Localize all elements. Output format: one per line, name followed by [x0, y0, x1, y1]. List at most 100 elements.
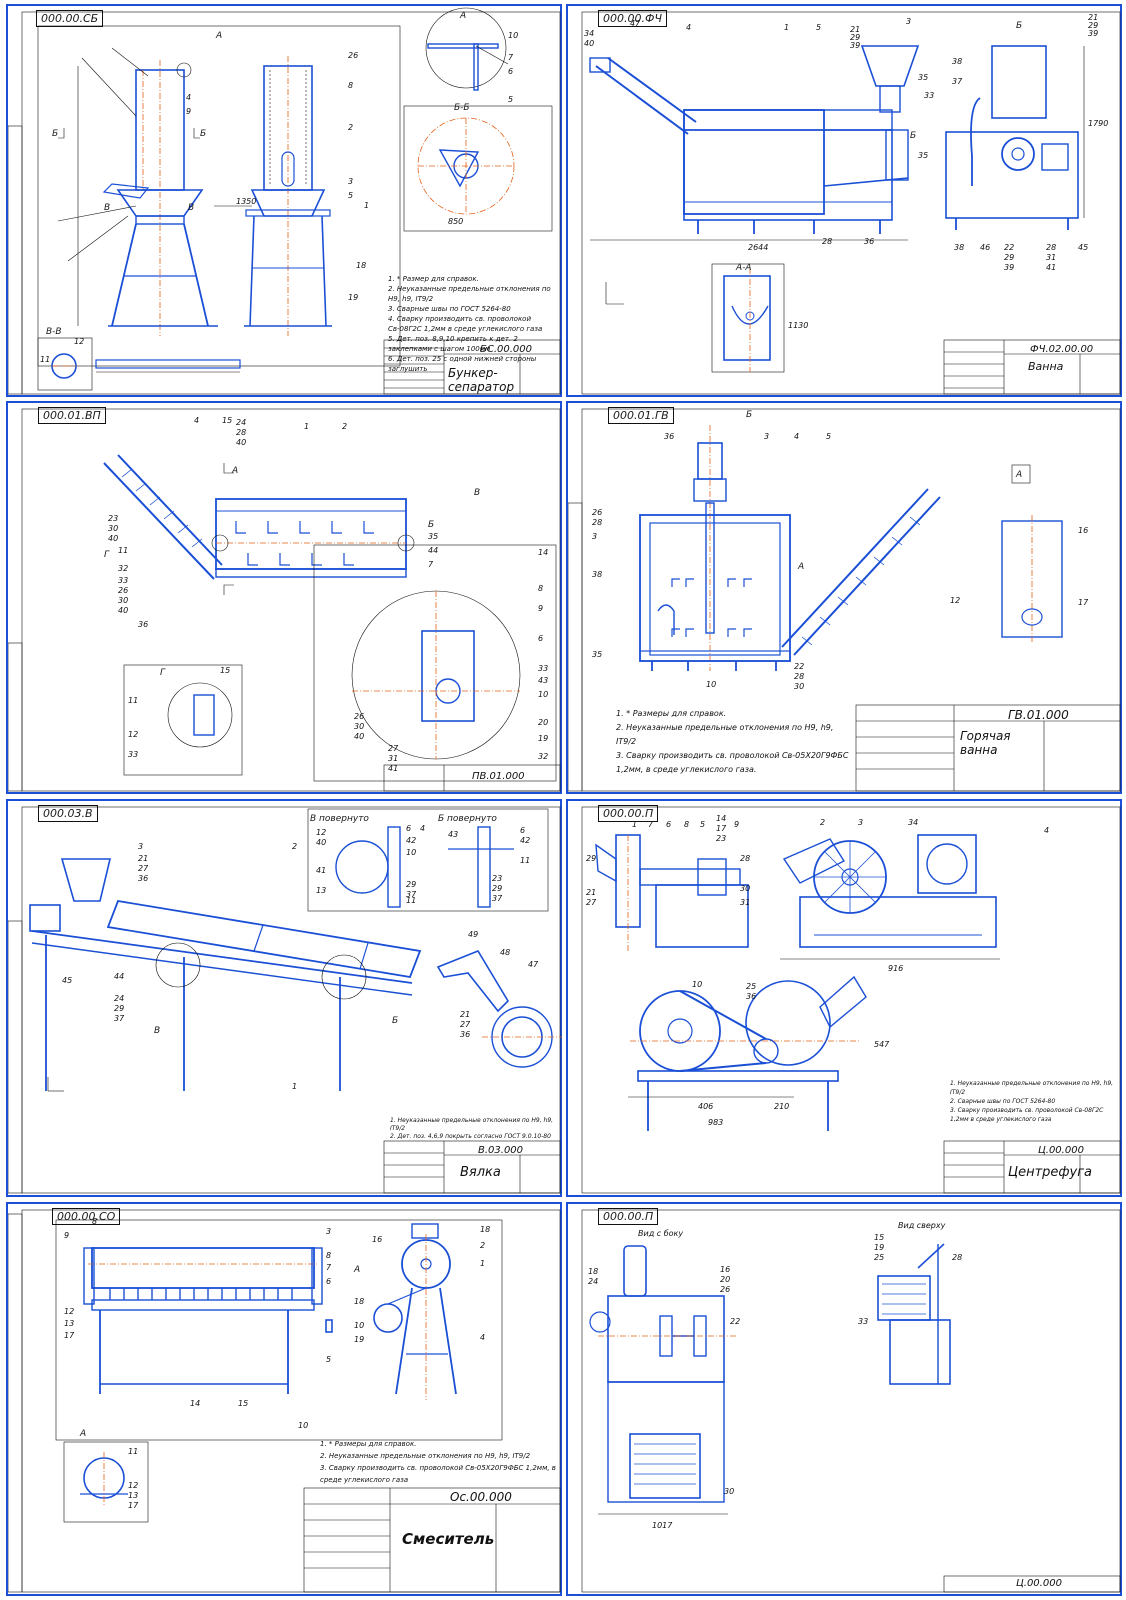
drawing-sheet-centrifuga[interactable]: 000.00.П	[566, 799, 1122, 1197]
label: 30	[108, 524, 118, 533]
label: 10	[706, 680, 716, 689]
label: А	[231, 466, 238, 476]
label: 7	[326, 1263, 332, 1272]
label: Вид с боку	[638, 1229, 683, 1238]
label: Б	[392, 1016, 398, 1026]
title-block-name: Смеситель	[402, 1530, 495, 1548]
label: 35	[592, 650, 602, 659]
label: 23	[492, 874, 502, 883]
label: 13	[128, 1491, 138, 1500]
sheet-code: 000.01.ВП	[38, 407, 106, 424]
label: 10	[538, 690, 548, 699]
label: 44	[114, 972, 124, 981]
sheet-code: 000.00.П	[598, 1208, 659, 1225]
note-line: 3. Сварку производить св. проволокой Св-…	[950, 1107, 1104, 1123]
label: А	[215, 31, 222, 41]
label: В	[188, 203, 194, 213]
label: Б	[910, 131, 916, 141]
label: 5	[700, 820, 705, 829]
drawing-sheet-c[interactable]: 000.00.П Вид с боку Вид сверху 18	[566, 1202, 1122, 1596]
title-block-code: ФЧ.02.00.00	[1030, 344, 1094, 355]
label: Вид сверху	[898, 1221, 946, 1230]
label: 12	[128, 1481, 138, 1490]
label: 210	[774, 1102, 789, 1111]
label: Г	[160, 668, 166, 678]
drawing-sheet-bunker[interactable]: 000.00.СБ	[6, 4, 562, 397]
drawing-sheet-vyalka[interactable]: 000.03.В	[6, 799, 562, 1197]
label: 33	[128, 750, 138, 759]
label: 19	[354, 1335, 364, 1344]
label: 14	[190, 1399, 200, 1408]
label: 3	[764, 432, 769, 441]
label: 33	[118, 576, 128, 585]
label: 3	[592, 532, 597, 541]
label: 29	[492, 884, 502, 893]
label: Г	[104, 550, 110, 560]
label: 21	[460, 1010, 470, 1019]
label: 31	[1046, 253, 1056, 262]
title-block-code: В.03.000	[478, 1145, 524, 1156]
label: 10	[508, 31, 518, 40]
label: 8	[92, 1217, 97, 1226]
label: А	[797, 562, 804, 572]
sheet-code: 000.00.ФЧ	[598, 10, 667, 27]
label: 40	[354, 732, 364, 741]
label: 12	[64, 1307, 74, 1316]
note-line: 4. Сварку производить св. проволокой Св-…	[388, 315, 543, 333]
label: 32	[538, 752, 548, 761]
bunker-drawing: А Б Б В В Б-Б А В-В 26 4 9 8 2 3 5 1 18 …	[8, 7, 561, 395]
label: 37	[114, 1014, 125, 1023]
label: 547	[874, 1040, 890, 1049]
label: 33	[858, 1317, 868, 1326]
label: 4	[420, 824, 425, 833]
label: 40	[584, 39, 594, 48]
label: 850	[448, 217, 463, 226]
label: 25	[746, 982, 756, 991]
label: 34	[584, 29, 594, 38]
vanna-drawing: 34 40 47 4 1 5 21 29 39 3 35 Б 21 29 39 …	[581, 11, 1121, 395]
label: 23	[716, 834, 726, 843]
label: 33	[924, 91, 934, 100]
label: 10	[354, 1321, 364, 1330]
label: В	[154, 1026, 160, 1036]
label: 4	[480, 1333, 485, 1342]
drawing-sheet-pv[interactable]: 000.01.ВП	[6, 401, 562, 794]
label: 7	[508, 53, 514, 62]
label: 5	[348, 191, 353, 200]
c-drawing: Вид с боку Вид сверху 18 24 16 20 26 22 …	[581, 1209, 1121, 1593]
label: 17	[64, 1331, 75, 1340]
label: 12	[74, 337, 84, 346]
label: 28	[1046, 243, 1056, 252]
label: 11	[128, 696, 138, 705]
label: 3	[858, 818, 863, 827]
drawing-sheet-goryachaya-vanna[interactable]: 000.01.ГВ	[566, 401, 1122, 794]
label: 33	[538, 664, 548, 673]
title-block-code: ГВ.01.000	[1008, 708, 1069, 722]
label: 32	[118, 564, 128, 573]
label: 28	[592, 518, 602, 527]
label: 30	[118, 596, 128, 605]
label: 22	[1004, 243, 1014, 252]
title-block-code: БС.00.000	[480, 344, 533, 355]
label: 4	[1044, 826, 1049, 835]
label: 37	[492, 894, 503, 903]
label: 10	[406, 848, 416, 857]
goryachaya-vanna-drawing: 36 Б 3 4 5 26 28 3 38 35 10 22 28 30 12 …	[568, 408, 1121, 792]
label: 3	[326, 1227, 331, 1236]
label: Б	[428, 520, 434, 530]
drawing-sheet-smesitel[interactable]: 000.00.СО	[6, 1202, 562, 1596]
label: 39	[1004, 263, 1014, 272]
sheet-code: 000.00.СБ	[36, 10, 104, 27]
label: 18	[588, 1267, 598, 1276]
label: 9	[734, 820, 739, 829]
label: 29	[586, 854, 596, 863]
drawing-sheet-vanna[interactable]: 000.00.ФЧ	[566, 4, 1122, 397]
label: 39	[1088, 29, 1098, 38]
sheet-code: 000.03.В	[38, 805, 98, 822]
note-line: 2. Неуказанные предельные отклонения по …	[616, 723, 834, 746]
label: 1	[784, 23, 789, 32]
label: 1017	[652, 1521, 673, 1530]
pv-drawing: 4 15 1 2 24 28 40 А В Б 35 44 7 Г 11 32 …	[8, 408, 561, 792]
label: Б	[52, 129, 58, 139]
label: 19	[538, 734, 548, 743]
